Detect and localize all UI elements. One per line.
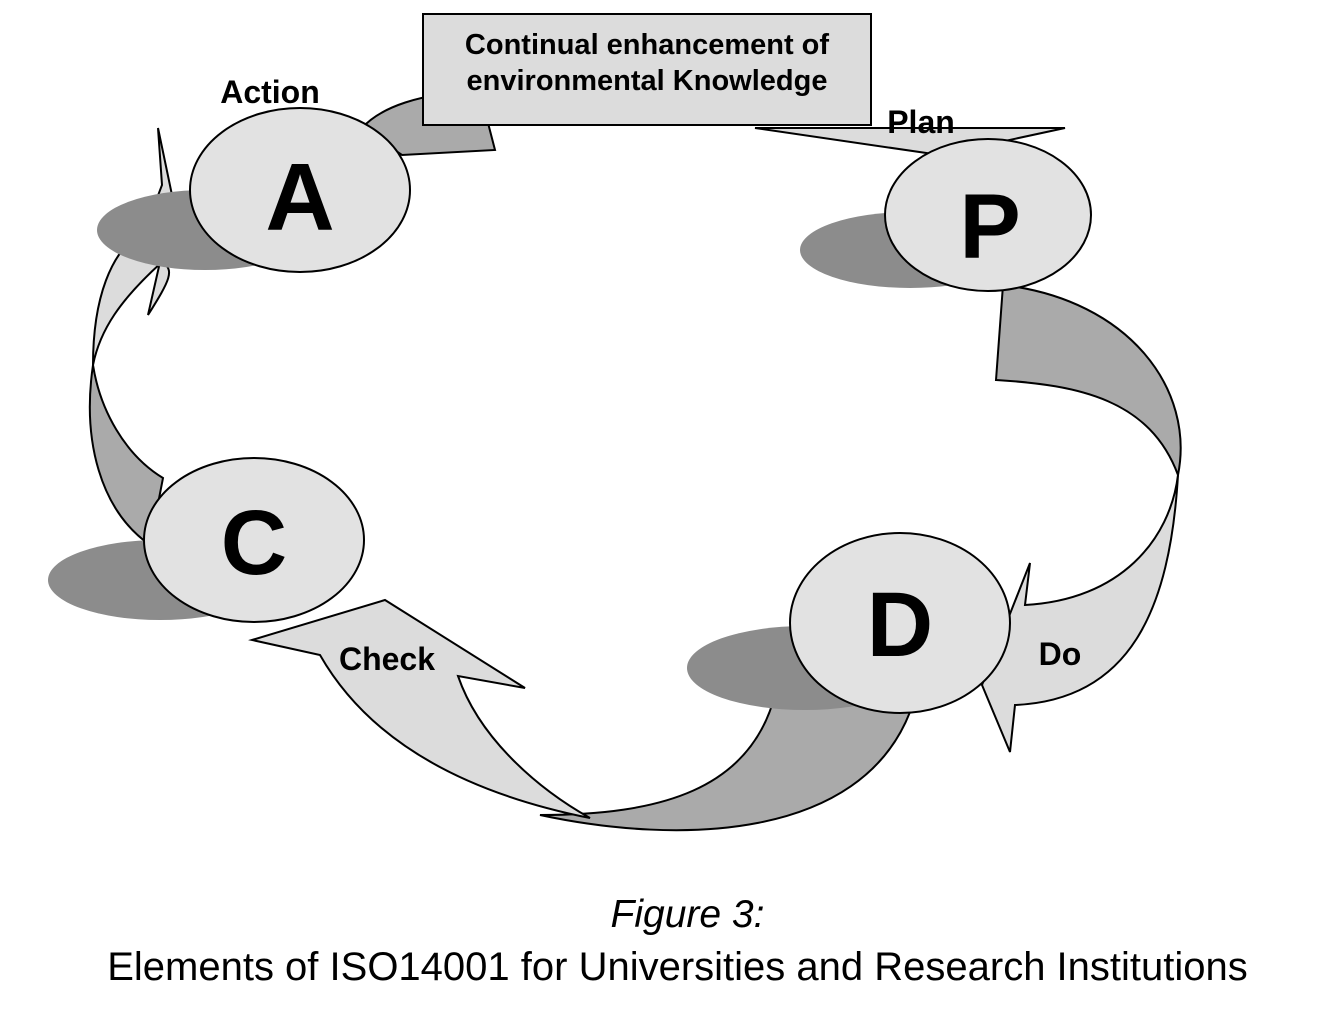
title-box-line2: environmental Knowledge (467, 65, 828, 97)
arrow-action-to-plan-head (754, 127, 1066, 157)
title-box (422, 13, 872, 126)
title-box-line1: Continual enhancement of (465, 29, 829, 61)
circle-check (143, 457, 365, 623)
arrow-do-to-check-dark (539, 693, 912, 832)
arrow-plan-to-do-dark (994, 283, 1182, 479)
circle-do (789, 532, 1011, 714)
label-plan: Plan (887, 104, 955, 140)
label-do: Do (1039, 636, 1082, 672)
letter-plan: P (959, 176, 1020, 278)
figure-caption-title: Elements of ISO14001 for Universities an… (107, 945, 1248, 989)
figure-caption-label: Figure 3: (610, 893, 765, 936)
label-check: Check (339, 641, 435, 677)
letter-check: C (221, 492, 287, 594)
arrow-plan-to-do-light (980, 474, 1179, 753)
letter-action: A (265, 144, 334, 251)
arrow-do-to-check-light (248, 598, 591, 819)
circle-action (189, 107, 411, 273)
label-action: Action (220, 74, 320, 110)
circle-plan (884, 138, 1092, 292)
letter-do: D (867, 574, 933, 676)
